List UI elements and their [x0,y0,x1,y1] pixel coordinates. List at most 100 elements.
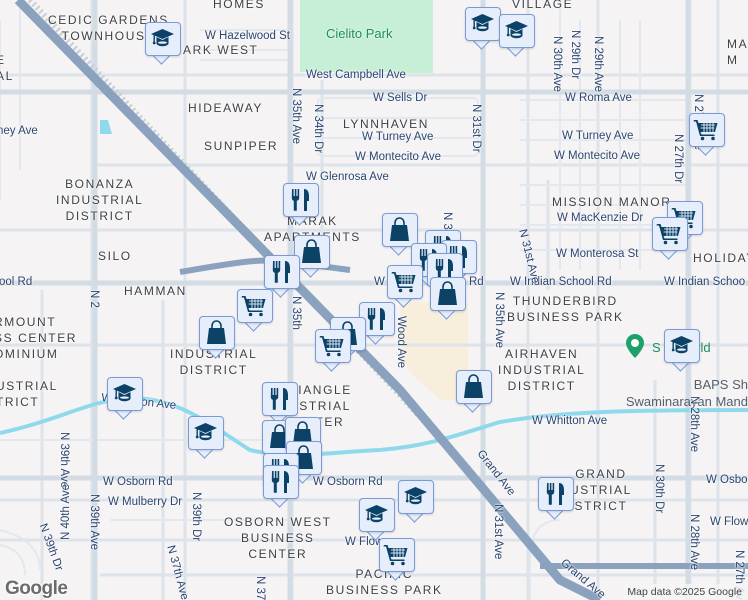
shopping-icon [390,217,409,241]
pin-body [315,329,351,363]
street-n-34th-dr: N 34th Dr [312,104,324,154]
pin-body [107,377,143,411]
poi-pin-restaurant[interactable] [283,183,319,227]
poi-pin-school[interactable] [664,329,700,373]
school-icon [113,384,136,402]
area-label-silo: SILO [98,249,132,263]
street-n-39th-dr-south: N 40th Ave [60,483,72,540]
street-w-hazelwood-st: W Hazelwood St [205,30,291,42]
area-label-fairmount: RMOUNT SS CENTER OMINIUM [0,315,78,361]
pin-body [262,382,298,416]
school-icon [505,21,528,39]
pin-body [264,255,300,289]
street-n-27th-dr: N 27th Dr [672,134,684,184]
school-icon [365,505,388,523]
street-w-sells-dr: W Sells Dr [373,92,428,104]
poi-pin-shopping[interactable] [199,316,235,360]
poi-pin-shopping[interactable] [382,213,418,257]
poi-pin-grocery[interactable] [237,289,273,333]
street-w-montecito-ave: W Montecito Ave [355,151,442,163]
pin-body [398,480,434,514]
area-label-thunderbird: THUNDERBIRD BUSINESS PARK [507,294,624,324]
poi-pin-shopping[interactable] [294,235,330,279]
restaurant-icon [291,189,309,211]
street-n-29th-ave: N 29th Ave [592,36,604,93]
pin-body [359,498,395,532]
school-icon [194,423,217,441]
poi-pin-school[interactable] [359,498,395,542]
poi-pin-restaurant[interactable] [264,255,300,299]
area-label-grand-industrial: GRAND USTRIAL STRICT [570,467,632,513]
area-label-osborn-west: OSBORN WEST BUSINESS CENTER [224,515,332,561]
street-w-osborn-east: W Osbor [706,474,748,486]
street-n-39th-ave-north: N 2 [88,290,100,308]
street-w-indian-school-rd: W Indian School Rd [510,276,612,288]
poi-pin-grocery[interactable] [315,329,351,373]
restaurant-icon [272,261,290,283]
street-w-roma-ave: W Roma Ave [565,92,632,104]
google-logo: Google [5,578,68,599]
restaurant-icon [271,471,289,493]
area-label-homes: HOMES [213,0,266,11]
pin-body [689,113,725,147]
area-label-hamman: HAMMAN [124,284,187,298]
pin-body [664,329,700,363]
school-icon [471,14,494,32]
poi-pin-school[interactable] [145,22,181,66]
map-attribution[interactable]: Map data ©2025 Google [621,584,748,600]
street-w-glenrosa-ave: W Glenrosa Ave [306,171,389,183]
school-icon [151,29,174,47]
restaurant-icon [546,483,564,505]
school-icon [404,487,427,505]
poi-pin-restaurant[interactable] [263,465,299,509]
park-label-cielito-park[interactable]: Cielito Park [326,26,393,41]
street-w-whitton-ave: W Whitton Ave [532,415,608,427]
poi-pin-school[interactable] [398,480,434,524]
street-n-35th-ave-mid: N 35th [290,296,302,330]
poi-pin-grocery[interactable] [689,113,725,157]
street-n-31st-dr: N 31st Dr [470,104,482,153]
poi-pin-shopping[interactable] [456,370,492,414]
shopping-icon [438,281,457,305]
street-w-monterosa-st: W Monterosa St [556,248,639,260]
poi-pin-restaurant[interactable] [262,382,298,426]
area-label-holiday: HOLIDAY [693,251,748,265]
poi-pin-restaurant[interactable] [538,477,574,521]
street-indian-school-rd-west: ool Rd [0,276,33,288]
street-w-montecito-ave-east: W Montecito Ave [554,150,641,162]
street-w-flower-east: W Flowe [710,516,748,528]
poi-pin-grocery[interactable] [379,538,415,582]
pin-body [263,465,299,499]
street-n-31st-ave-south: N 31st Ave [492,504,504,560]
street-n-31st-ave: N 35th Ave [493,292,505,349]
place-label-baps[interactable]: BAPS Sh Swaminarayan Mand [625,377,748,409]
street-turney-ave-west: ney Ave [0,125,38,137]
poi-pin-school[interactable] [107,377,143,421]
street-n-28th-ave: N 30th Dr [653,464,665,514]
street-n-39th-ave: N 39th Ave [88,494,100,551]
street-w-mulberry-dr: W Mulberry Dr [108,496,183,508]
poi-pin-grocery[interactable] [652,217,688,261]
poi-pin-grocery[interactable] [387,265,423,309]
area-label-lynnhaven: LYNNHAVEN [343,117,429,131]
street-n-39th-dr: N 39th Ave [58,432,70,489]
street-n-27th-ave-mid: N 28th Ave [688,396,700,453]
poi-pin-school[interactable] [465,7,501,51]
street-w-mackenzie-dr: W MacKenzie Dr [557,212,644,224]
street-w-turney-ave: W Turney Ave [362,131,434,143]
street-w-osborn-rd: W Osborn Rd [313,476,383,488]
street-n-27th-ave: N 28th Ave [688,514,700,571]
poi-pin-school[interactable] [188,416,224,460]
poi-pin-school[interactable] [499,14,535,58]
place-pin-icon[interactable] [626,334,644,358]
pin-body [499,14,535,48]
pin-body [283,183,319,217]
poi-pin-shopping[interactable] [430,277,466,321]
grocery-icon [693,120,718,141]
pin-body [538,477,574,511]
street-west-campbell-ave: West Campbell Ave [306,69,406,81]
pin-body [188,416,224,450]
area-label-hideaway: HIDEAWAY [188,101,264,115]
street-w-osborn-rd-west: W Osborn Rd [103,476,173,488]
